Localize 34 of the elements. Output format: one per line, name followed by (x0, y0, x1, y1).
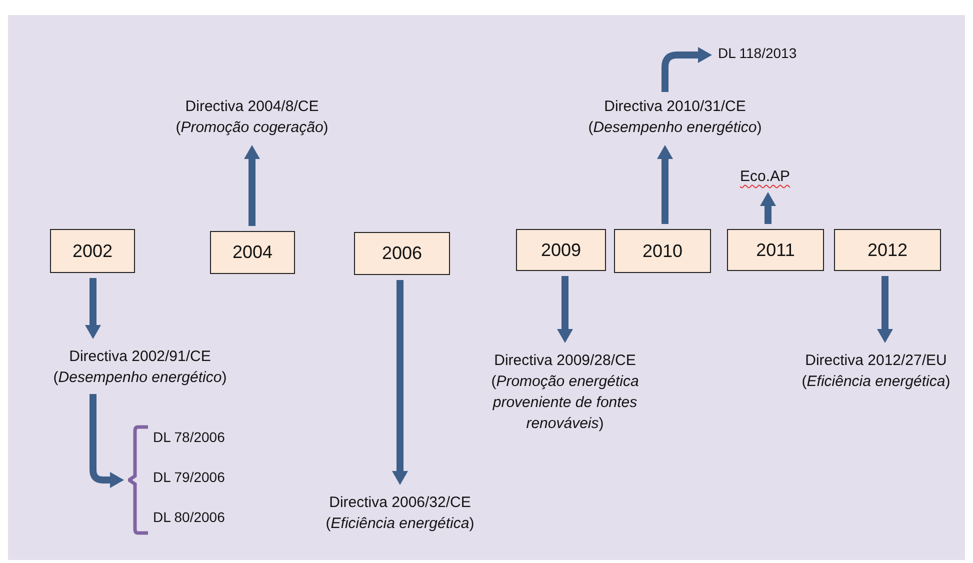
arrow (85, 278, 101, 339)
programme-label: Eco.AP (740, 168, 790, 185)
directive-subject: (Desempenho energético) (53, 368, 227, 388)
directive-subject: (Eficiência energética) (326, 514, 474, 534)
decree-label: DL 79/2006 (153, 469, 225, 485)
arrow (760, 192, 776, 224)
arrow (662, 47, 712, 92)
arrow (877, 276, 893, 343)
directive-title: Directiva 2006/32/CE (328, 493, 472, 513)
arrow (90, 394, 124, 488)
directive-title: Directiva 2002/91/CE (68, 347, 212, 367)
decree-label: DL 78/2006 (153, 429, 225, 445)
directive-title: Directiva 2010/31/CE (603, 97, 747, 117)
bracket-shape (128, 425, 150, 535)
year-box: 2006 (354, 232, 450, 275)
year-box: 2010 (614, 229, 711, 273)
arrow (244, 145, 260, 226)
directive-subject: (Desempenho energético) (588, 118, 762, 138)
directive-title: Directiva 2009/28/CE (493, 351, 637, 371)
arrow (557, 276, 573, 343)
directive-subject: (Promoção energética proveniente de fontes renováveis) (490, 372, 640, 434)
year-box: 2012 (834, 229, 941, 271)
directive-title: Directiva 2012/27/EU (804, 351, 948, 371)
arrow (392, 280, 408, 485)
decree-label: DL 118/2013 (718, 45, 797, 61)
arrow (657, 145, 673, 224)
directive-subject: (Eficiência energética) (802, 372, 950, 392)
year-box: 2002 (50, 229, 135, 273)
decree-label: DL 80/2006 (153, 509, 225, 525)
directive-subject: (Promoção cogeração) (176, 118, 328, 138)
year-box: 2009 (516, 229, 606, 271)
directive-title: Directiva 2004/8/CE (184, 97, 320, 117)
year-box: 2011 (727, 229, 824, 271)
year-box: 2004 (210, 231, 295, 274)
